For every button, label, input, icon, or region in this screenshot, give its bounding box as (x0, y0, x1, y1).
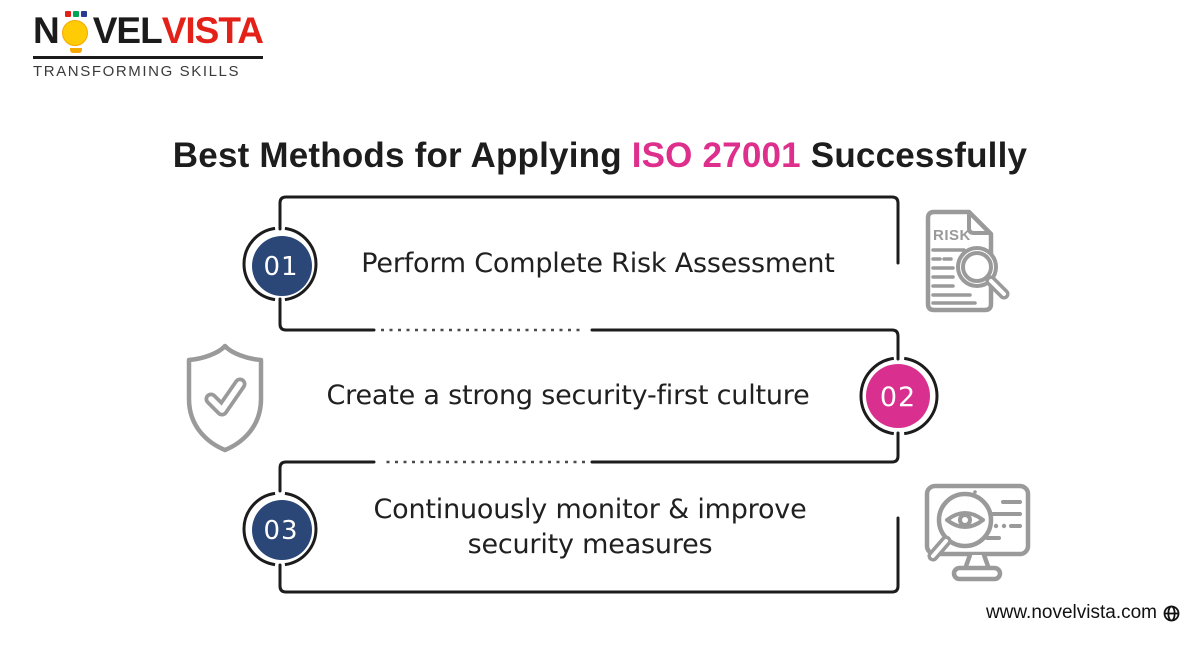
step2-label: Create a strong security-first culture (326, 380, 810, 411)
box1-bottom-left-outline (278, 297, 376, 332)
step2-number-badge: 02 (859, 356, 939, 436)
logo-text-vel: VEL (92, 10, 163, 51)
title-accent: ISO 27001 (631, 136, 801, 176)
magnifier-lens-inner (961, 251, 993, 283)
box3-top-left-outline (278, 460, 376, 493)
step3-number-badge: 03 (242, 491, 318, 567)
step3-label: Continuously monitor & improve security … (373, 494, 807, 560)
step2-badge-circle (866, 364, 930, 428)
step2-number: 02 (880, 382, 916, 413)
footer: www.novelvista.com (986, 602, 1180, 624)
box2-top-right-outline (590, 328, 900, 361)
logo-text-n: N (33, 10, 60, 51)
page-title: Best Methods for Applying ISO 27001 Succ… (0, 136, 1200, 176)
step1-badge-circle (252, 236, 312, 296)
box1-top-outline (278, 195, 900, 265)
step2-badge-ring (859, 356, 939, 436)
eye-pupil (958, 513, 972, 527)
monitor-stand-base (951, 565, 1003, 582)
monitor-eye-icon (924, 483, 1031, 582)
logo-wordmark: N VEL VISTA (33, 10, 264, 53)
step3-badge-circle (252, 500, 312, 560)
step3-number: 03 (263, 516, 298, 546)
dashed-connectors (381, 328, 585, 464)
step1-number: 01 (263, 252, 298, 282)
step3-badge-ring (242, 491, 318, 567)
title-prefix: Best Methods for Applying (172, 136, 632, 176)
lightbulb-icon (61, 11, 91, 53)
risk-document-icon: RISK (925, 209, 1010, 313)
title-suffix: Successfully (800, 136, 1028, 176)
eye-outline (945, 511, 985, 529)
paper-text-lines (931, 248, 977, 305)
eye-lens (936, 491, 994, 549)
logo-text-vista: VISTA (161, 10, 264, 51)
website-url[interactable]: www.novelvista.com (985, 602, 1157, 623)
paper-fold (967, 211, 992, 235)
step1-number-badge: 01 (242, 226, 318, 302)
novelvista-logo: N VEL VISTA TRANSFORMING SKILLS (33, 10, 264, 80)
shield-check-icon (186, 343, 264, 453)
monitor-camera-dot (973, 490, 977, 494)
monitor-body (924, 483, 1031, 557)
shield-outline (186, 343, 264, 453)
logo-divider (33, 56, 263, 59)
risk-label: RISK (933, 227, 971, 244)
step1-badge-ring (242, 226, 318, 302)
box2-bottom-right-outline (590, 431, 900, 464)
snake-outline (278, 195, 900, 594)
step1-label: Perform Complete Risk Assessment (361, 248, 835, 279)
paper-outline (925, 209, 994, 313)
bulb-crown-icon (64, 11, 87, 17)
logo-tagline: TRANSFORMING SKILLS (33, 63, 241, 80)
box3-bottom-outline (278, 516, 900, 594)
globe-icon (1163, 605, 1180, 621)
